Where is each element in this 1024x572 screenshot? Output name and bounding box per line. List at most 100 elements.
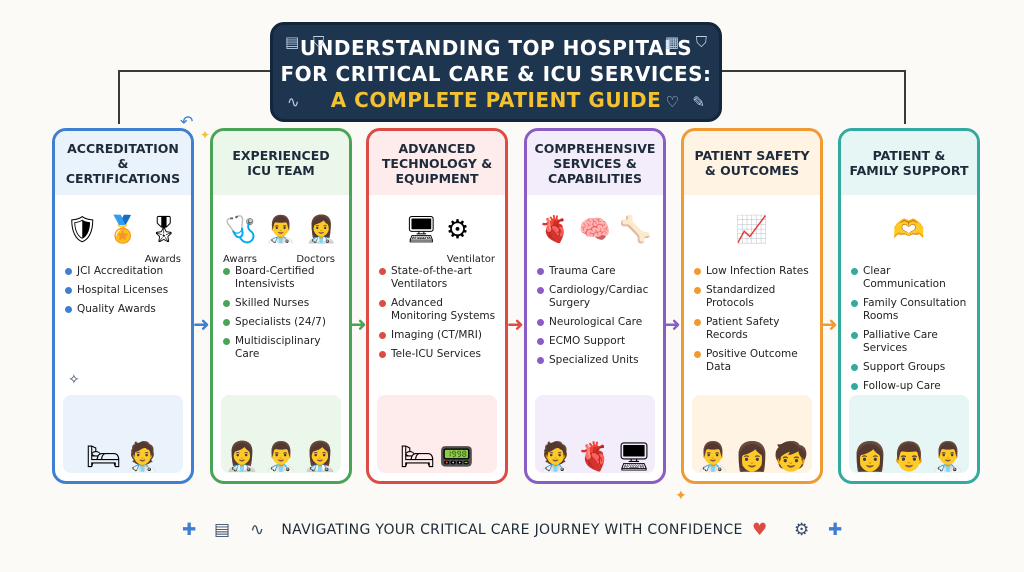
doctors-icon: 👨‍⚕️: [264, 215, 298, 245]
card-list: Trauma Care Cardiology/Cardiac Surgery N…: [527, 265, 663, 367]
gear-icon: ⚙: [794, 520, 810, 540]
heart-pulse-icon: ♥: [752, 520, 768, 540]
stethoscope-icon: ∿: [287, 93, 300, 111]
card-list: Low Infection Rates Standardized Protoco…: [684, 265, 820, 374]
list-item: Advanced Monitoring Systems: [379, 297, 497, 323]
ventilator-icon: ⚙: [445, 215, 470, 245]
list-item: Imaging (CT/MRI): [379, 329, 497, 342]
card-icon-row: 🫀 🧠 🦴: [527, 195, 663, 265]
chart-clipboard-icon: 📈: [735, 215, 769, 245]
clipboard-icon: ▤: [285, 33, 300, 51]
title-line-2: FOR CRITICAL CARE & ICU SERVICES:: [280, 62, 712, 86]
flow-arrow-icon: ➜: [350, 312, 367, 336]
list-item: ECMO Support: [537, 335, 655, 348]
card-services: COMPREHENSIVE SERVICES & CAPABILITIES 🫀 …: [524, 128, 666, 484]
icon-caption: Awards: [144, 254, 181, 265]
nurse-icon: 👩‍⚕️: [305, 215, 338, 245]
list-item: Low Infection Rates: [694, 265, 812, 278]
card-heading: EXPERIENCED ICU TEAM: [213, 131, 349, 195]
chart-icon: ▦: [664, 33, 679, 51]
list-item: Palliative Care Services: [851, 329, 969, 355]
list-item: Positive Outcome Data: [694, 348, 812, 374]
card-list: JCI Accreditation Hospital Licenses Qual…: [55, 265, 191, 316]
icon-caption: Ventilator: [446, 254, 495, 265]
card-icon-row: 🫶: [841, 195, 977, 265]
connector-left-vertical: [118, 70, 120, 124]
card-list: Board-Certified Intensivists Skilled Nur…: [213, 265, 349, 361]
list-item: Skilled Nurses: [223, 297, 341, 310]
list-item: Support Groups: [851, 361, 969, 374]
card-icon-row: 🖥 ⚙ Ventilator: [369, 195, 505, 265]
card-family-support: PATIENT & FAMILY SUPPORT 🫶 Clear Communi…: [838, 128, 980, 484]
list-item: Patient Safety Records: [694, 316, 812, 342]
list-item: State-of-the-art Ventilators: [379, 265, 497, 291]
family-doctor-illustration: 👨‍⚕️👩🧒: [692, 395, 812, 473]
card-list: State-of-the-art Ventilators Advanced Mo…: [369, 265, 505, 361]
monitor-icon: 🖥: [404, 215, 438, 245]
list-item: Multidisciplinary Care: [223, 335, 341, 361]
card-accreditation: ACCREDITATION & CERTIFICATIONS 🛡 🏅 🎖 Awa…: [52, 128, 194, 484]
shield-icon: ⛉: [313, 33, 325, 51]
list-item: Family Consultation Rooms: [851, 297, 969, 323]
heart-hands-icon: 🫶: [892, 215, 926, 245]
list-item: Board-Certified Intensivists: [223, 265, 341, 291]
list-item: Quality Awards: [65, 303, 183, 316]
flow-arrow-icon: ➜: [193, 312, 210, 336]
stethoscope-icon: ∿: [250, 520, 265, 540]
card-heading: PATIENT SAFETY & OUTCOMES: [684, 131, 820, 195]
card-heading: ADVANCED TECHNOLOGY & EQUIPMENT: [369, 131, 505, 195]
sparkle-icon: ✦: [675, 488, 687, 504]
list-item: Trauma Care: [537, 265, 655, 278]
title-banner: UNDERSTANDING TOP HOSPITALS FOR CRITICAL…: [270, 22, 722, 122]
surgeon-monitor-illustration: 🧑‍⚕️🫀🖥: [535, 395, 655, 473]
heart-organ-icon: 🫀: [538, 215, 571, 245]
card-heading: COMPREHENSIVE SERVICES & CAPABILITIES: [527, 131, 663, 195]
list-item: Follow-up Care: [851, 380, 969, 393]
plus-icon: ✚: [182, 520, 197, 540]
connector-left-horizontal: [118, 70, 270, 72]
family-support-illustration: 👩👨👨‍⚕️: [849, 395, 969, 473]
flow-arrow-icon: ➜: [664, 312, 681, 336]
heart-icon: ♡: [665, 93, 679, 111]
sparkle-icon: ✧: [68, 372, 80, 388]
flow-arrow-icon: ➜: [821, 312, 838, 336]
care-team-illustration: 👩‍⚕️👨‍⚕️👩‍⚕️: [221, 395, 341, 473]
list-item: JCI Accreditation: [65, 265, 183, 278]
plus-icon: ✚: [828, 520, 843, 540]
shield-check-icon: 🛡: [65, 215, 99, 245]
shield-check-icon: ⛉: [695, 33, 707, 51]
card-safety: PATIENT SAFETY & OUTCOMES 📈 Low Infectio…: [681, 128, 823, 484]
flow-arrow-icon: ➜: [507, 312, 524, 336]
title-line-3: A COMPLETE PATIENT GUIDE: [330, 88, 662, 112]
list-item: Tele-ICU Services: [379, 348, 497, 361]
icon-caption: Awarrs: [223, 254, 257, 265]
list-item: Neurological Care: [537, 316, 655, 329]
icu-bed-illustration: 🛏📟: [377, 395, 497, 473]
curved-arrow-icon: ↶: [180, 112, 194, 131]
brain-icon: 🧠: [578, 215, 612, 245]
card-icon-row: 📈: [684, 195, 820, 265]
title-line-1: UNDERSTANDING TOP HOSPITALS: [299, 36, 693, 60]
card-icu-team: EXPERIENCED ICU TEAM 🩺 👨‍⚕️ 👩‍⚕️ Awarrs …: [210, 128, 352, 484]
medal-icon: 🎖: [147, 215, 181, 245]
clipboard-icon: ▤: [214, 520, 231, 540]
footer-tagline: NAVIGATING YOUR CRITICAL CARE JOURNEY WI…: [281, 522, 743, 538]
connector-right-vertical: [904, 70, 906, 124]
card-icon-row: 🩺 👨‍⚕️ 👩‍⚕️ Awarrs Doctors: [213, 195, 349, 265]
list-item: Hospital Licenses: [65, 284, 183, 297]
sparkle-icon: ✦: [200, 128, 211, 142]
pen-icon: ✎: [692, 93, 705, 111]
card-technology: ADVANCED TECHNOLOGY & EQUIPMENT 🖥 ⚙ Vent…: [366, 128, 508, 484]
list-item: Clear Communication: [851, 265, 969, 291]
icon-caption: Doctors: [296, 254, 335, 265]
card-heading: ACCREDITATION & CERTIFICATIONS: [55, 131, 191, 195]
card-icon-row: 🛡 🏅 🎖 Awards: [55, 195, 191, 265]
bone-icon: 🦴: [619, 215, 652, 245]
list-item: Standardized Protocols: [694, 284, 812, 310]
card-heading: PATIENT & FAMILY SUPPORT: [841, 131, 977, 195]
list-item: Cardiology/Cardiac Surgery: [537, 284, 655, 310]
patient-bed-illustration: 🛏🧑‍⚕️: [63, 395, 183, 473]
ribbon-award-icon: 🏅: [106, 215, 140, 245]
card-list: Clear Communication Family Consultation …: [841, 265, 977, 393]
connector-right-horizontal: [722, 70, 906, 72]
